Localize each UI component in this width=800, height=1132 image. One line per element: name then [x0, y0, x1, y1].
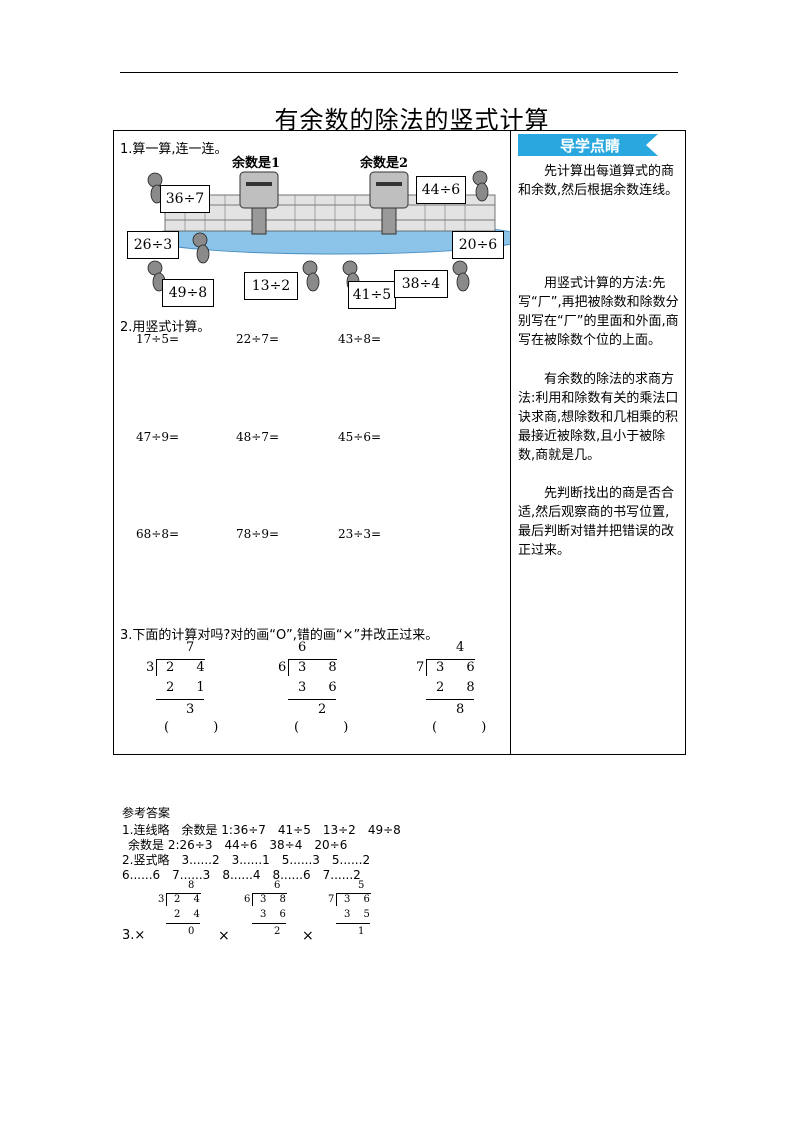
q2-item: 43÷8= [338, 332, 382, 346]
card-13-2[interactable]: 13÷2 [244, 272, 298, 300]
card-36-7[interactable]: 36÷7 [160, 185, 210, 213]
answer-long-division-3: 5 7 3 6 3 5 1 [328, 880, 375, 937]
q2-item: 17÷5= [136, 332, 180, 346]
answer-line-4: 6......6 7......3 8......4 8......6 7...… [122, 868, 361, 882]
q3-label: 3.下面的计算对吗?对的画“O”,错的画“×”并改正过来。 [120, 628, 439, 643]
card-26-3[interactable]: 26÷3 [127, 231, 179, 259]
column-divider [510, 130, 511, 755]
q2-item: 68÷8= [136, 527, 180, 541]
sidebar-tip-1: 先计算出每道算式的商和余数,然后根据余数连线。 [518, 164, 679, 198]
answer-long-division-1: 8 3 2 4 2 4 0 [158, 880, 205, 937]
mailbox-left [239, 171, 279, 235]
card-49-8[interactable]: 49÷8 [162, 279, 214, 307]
guide-banner-text: 导学点睛 [560, 137, 621, 155]
sidebar-tip-4: 先判断找出的商是否合适,然后观察商的书写位置,最后判断对错并把错误的改正过来。 [518, 486, 675, 558]
worksheet-frame [113, 130, 686, 755]
mailbox-left-label: 余数是1 [232, 156, 281, 171]
answer-mark-2: × [218, 928, 230, 944]
q2-item: 47÷9= [136, 430, 180, 444]
q2-item: 22÷7= [236, 332, 280, 346]
answer-q3-prefix: 3.× [122, 928, 146, 943]
page-title: 有余数的除法的竖式计算 [274, 106, 550, 134]
answer-paren-1[interactable]: ( ) [164, 720, 239, 735]
long-division-1: 7 3 2 4 2 1 3 [146, 640, 214, 717]
ant-fence-illustration [144, 170, 510, 292]
q2-item: 48÷7= [236, 430, 280, 444]
q2-item: 45÷6= [338, 430, 382, 444]
sidebar-tip-3: 有余数的除法的求商方法:利用和除数有关的乘法口诀求商,想除数和几相乘的积最接近被… [518, 372, 679, 463]
q2-label: 2.用竖式计算。 [120, 320, 211, 335]
long-division-3: 4 7 3 6 2 8 8 [416, 640, 484, 717]
answer-long-division-2: 6 6 3 8 3 6 2 [244, 880, 291, 937]
answer-line-2: 余数是 2:26÷3 44÷6 38÷4 20÷6 [128, 838, 348, 852]
q2-item: 23÷3= [338, 527, 382, 541]
answers-heading: 参考答案 [122, 806, 171, 820]
answer-paren-2[interactable]: ( ) [294, 720, 369, 735]
answer-line-3: 2.竖式略 3......2 3......1 5......3 5......… [122, 853, 371, 867]
answer-paren-3[interactable]: ( ) [432, 720, 507, 735]
card-20-6[interactable]: 20÷6 [452, 231, 504, 259]
card-38-4[interactable]: 38÷4 [394, 270, 448, 298]
q2-item: 78÷9= [236, 527, 280, 541]
answer-mark-3: × [302, 928, 314, 944]
card-44-6[interactable]: 44÷6 [416, 176, 466, 204]
answer-line-1: 1.连线略 余数是 1:36÷7 41÷5 13÷2 49÷8 [122, 823, 401, 837]
fence [164, 194, 496, 232]
mailbox-right-label: 余数是2 [360, 156, 409, 171]
sidebar-tip-2: 用竖式计算的方法:先写“厂”,再把被除数和除数分别写在“厂”的里面和外面,商写在… [518, 276, 679, 348]
guide-banner [518, 134, 658, 156]
card-41-5[interactable]: 41÷5 [348, 281, 396, 309]
long-division-2: 6 6 3 8 3 6 2 [278, 640, 346, 717]
mailbox-right [369, 171, 409, 235]
q1-label: 1.算一算,连一连。 [120, 142, 228, 157]
top-rule [120, 72, 678, 73]
